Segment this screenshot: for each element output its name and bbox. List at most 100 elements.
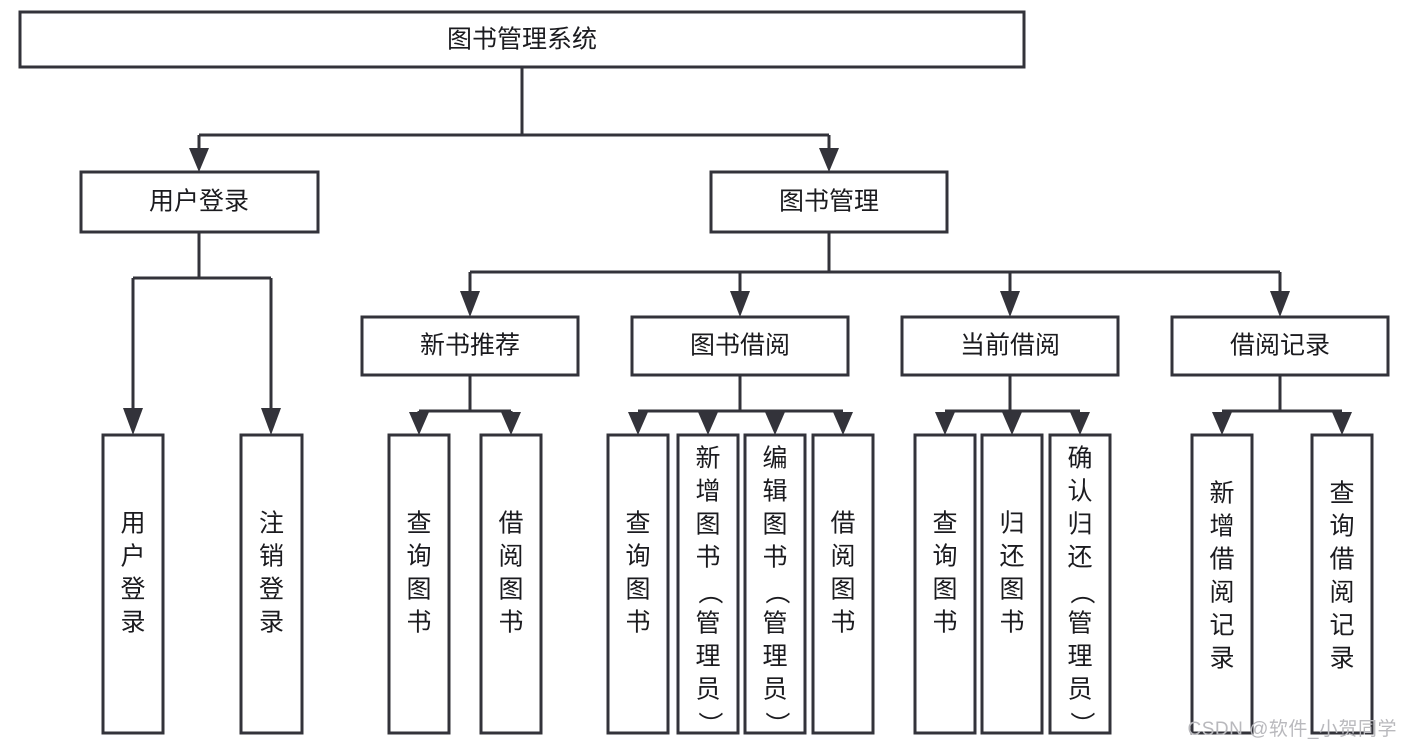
- node-new-book-recommend-label: 新书推荐: [420, 332, 520, 360]
- node-leaf-borrow-book-bw-box[interactable]: [811, 433, 875, 735]
- vertical-char: （: [695, 579, 723, 604]
- node-new-book-recommend[interactable]: 新书推荐: [360, 315, 580, 377]
- arrow-new-book-recommend: [460, 291, 480, 317]
- node-leaf-confirm-return-admin-box[interactable]: [1048, 433, 1112, 735]
- node-leaf-borrow-book-rec-box[interactable]: [479, 433, 543, 735]
- arrow-leaf-confirm-return-admin: [1070, 412, 1090, 435]
- vertical-char: 归: [1067, 511, 1092, 539]
- node-borrow-records-label: 借阅记录: [1230, 332, 1330, 360]
- vertical-char: 图: [932, 576, 957, 604]
- node-leaf-user-login[interactable]: 用户登录: [101, 433, 165, 735]
- vertical-char: 确: [1067, 445, 1092, 473]
- node-leaf-return-book-box[interactable]: [980, 433, 1044, 735]
- arrow-leaf-query-book-cur: [935, 412, 955, 435]
- node-leaf-query-book-bw-box[interactable]: [606, 433, 670, 735]
- arrow-borrow-records: [1270, 291, 1290, 317]
- vertical-char: ）: [1067, 711, 1095, 736]
- vertical-char: 查: [1329, 480, 1354, 508]
- node-book-borrow[interactable]: 图书借阅: [630, 315, 850, 377]
- node-root[interactable]: 图书管理系统: [18, 10, 1026, 69]
- vertical-char: 还: [1067, 544, 1092, 572]
- node-book-management[interactable]: 图书管理: [709, 170, 949, 234]
- vertical-char: 管: [762, 610, 787, 638]
- vertical-char: 理: [695, 643, 720, 671]
- vertical-char: 阅: [1329, 579, 1354, 607]
- vertical-char: 记: [1209, 612, 1234, 640]
- vertical-char: 书: [762, 544, 787, 572]
- vertical-char: （: [762, 579, 790, 604]
- node-new-book-recommend-box[interactable]: [360, 315, 580, 377]
- node-leaf-query-book-rec-box[interactable]: [387, 433, 451, 735]
- vertical-char: 编: [762, 445, 787, 473]
- arrow-leaf-user-login: [123, 408, 143, 435]
- vertical-char: 借: [830, 510, 855, 538]
- vertical-char: 新: [1209, 480, 1234, 508]
- node-leaf-edit-book-admin-box[interactable]: [743, 433, 807, 735]
- vertical-char: 增: [1209, 513, 1234, 541]
- vertical-char: 借: [1329, 546, 1354, 574]
- arrow-leaf-add-book-admin: [698, 412, 718, 435]
- node-leaf-user-login-box[interactable]: [101, 433, 165, 735]
- vertical-char: 增: [695, 478, 720, 506]
- connector-layer: [123, 67, 1352, 435]
- vertical-char: 借: [1209, 546, 1234, 574]
- node-leaf-user-logout-box[interactable]: [239, 433, 304, 735]
- node-borrow-records-box[interactable]: [1170, 315, 1390, 377]
- node-book-borrow-box[interactable]: [630, 315, 850, 377]
- vertical-char: 图: [830, 576, 855, 604]
- vertical-char: 书: [625, 609, 650, 637]
- vertical-char: 书: [830, 609, 855, 637]
- vertical-char: 图: [762, 511, 787, 539]
- vertical-char: 管: [1067, 610, 1092, 638]
- vertical-char: 询: [1329, 513, 1354, 541]
- node-leaf-add-book-admin-box[interactable]: [676, 433, 740, 735]
- vertical-char: 询: [406, 543, 431, 571]
- vertical-char: 阅: [498, 543, 523, 571]
- vertical-char: ）: [695, 711, 723, 736]
- vertical-char: 询: [932, 543, 957, 571]
- node-leaf-query-book-cur-box[interactable]: [913, 433, 977, 735]
- node-leaf-query-borrow-record-box[interactable]: [1310, 433, 1374, 735]
- vertical-char: 查: [625, 510, 650, 538]
- node-book-borrow-label: 图书借阅: [690, 332, 790, 360]
- vertical-char: 书: [999, 609, 1024, 637]
- vertical-char: 图: [695, 511, 720, 539]
- node-borrow-records[interactable]: 借阅记录: [1170, 315, 1390, 377]
- arrow-user-login: [189, 148, 209, 172]
- node-book-management-box[interactable]: [709, 170, 949, 234]
- node-user-login[interactable]: 用户登录: [79, 170, 320, 234]
- vertical-char: 还: [999, 543, 1024, 571]
- node-root-box[interactable]: [18, 10, 1026, 69]
- node-book-management-label: 图书管理: [779, 188, 879, 216]
- arrow-leaf-query-book-bw: [628, 412, 648, 435]
- vertical-char: 图: [406, 576, 431, 604]
- arrow-leaf-borrow-book-rec: [501, 412, 521, 435]
- node-current-borrow-box[interactable]: [900, 315, 1120, 377]
- node-leaf-user-login-label: 用户登录: [120, 510, 145, 637]
- node-leaf-add-borrow-record-box[interactable]: [1190, 433, 1254, 735]
- node-layer: 图书管理系统 用户登录 图书管理 新书推荐 图书借阅: [18, 10, 1390, 737]
- node-current-borrow[interactable]: 当前借阅: [900, 315, 1120, 377]
- vertical-char: 录: [1209, 645, 1234, 673]
- vertical-char: 销: [259, 543, 284, 571]
- vertical-char: 户: [120, 543, 145, 571]
- vertical-char: 归: [999, 510, 1024, 538]
- node-user-login-box[interactable]: [79, 170, 320, 234]
